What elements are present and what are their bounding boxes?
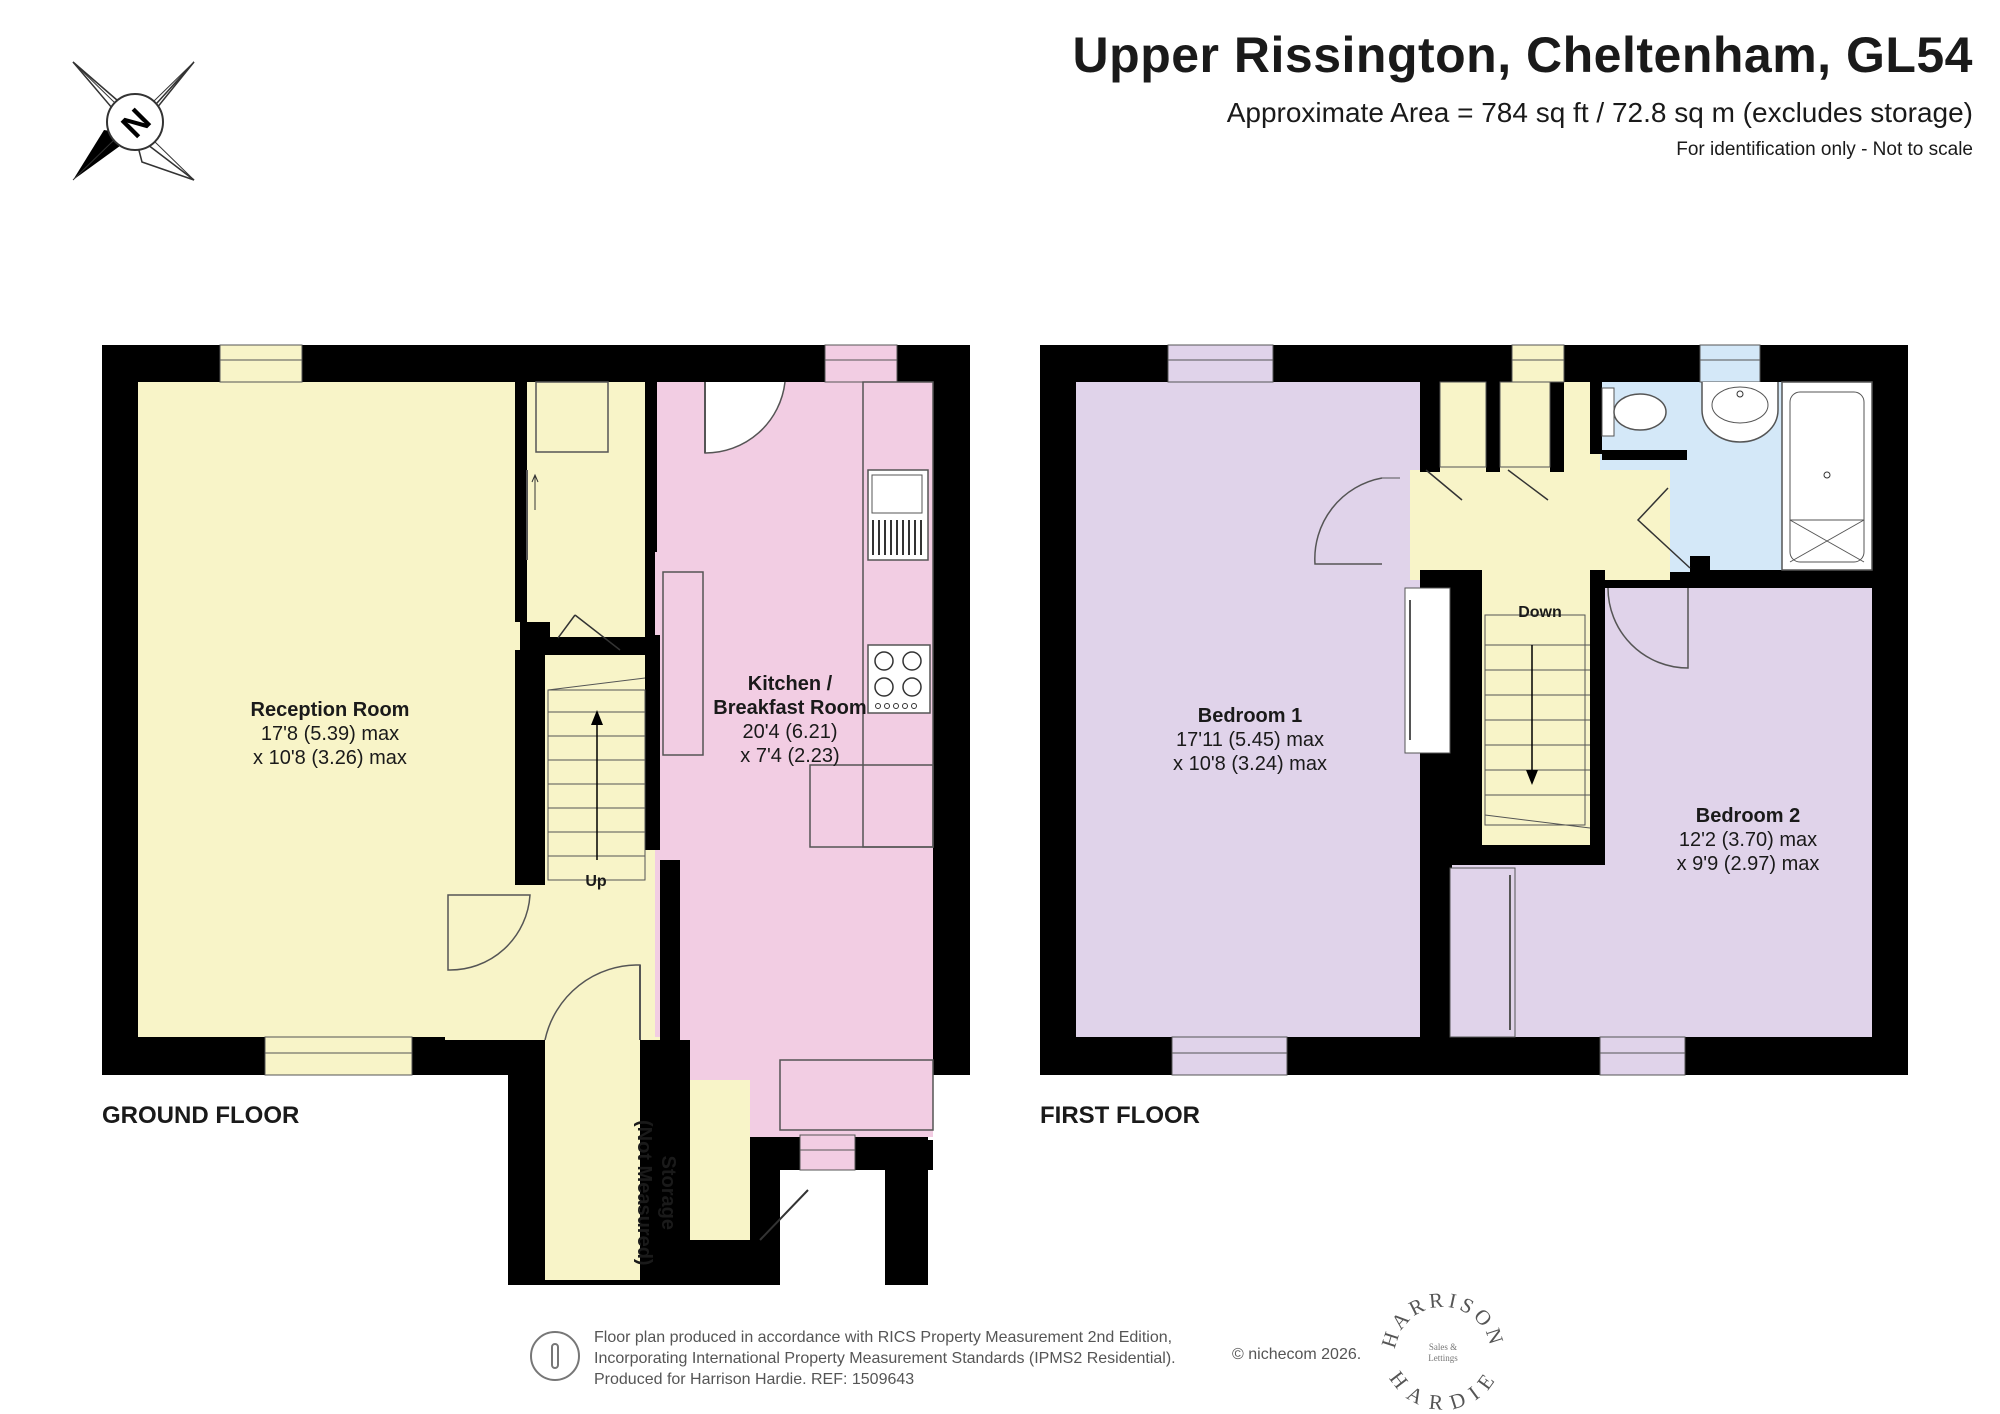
kitchen-label: Kitchen / Breakfast Room 20'4 (6.21) x 7… (713, 672, 866, 768)
footer-line-1: Floor plan produced in accordance with R… (594, 1329, 1173, 1346)
room-name: Kitchen / (747, 673, 833, 695)
room-dim-2: x 7'4 (2.23) (740, 745, 840, 767)
footer-line-2: Incorporating International Property Mea… (594, 1350, 1176, 1367)
ground-floor-label: GROUND FLOOR (102, 1102, 300, 1129)
storage-name: Storage (657, 1155, 679, 1231)
room-dim-2: x 10'8 (3.24) max (1173, 753, 1327, 775)
ground-floor-plan (102, 344, 970, 1285)
ground-hall-upper-fill (520, 382, 645, 637)
storage-fill (690, 1080, 750, 1240)
ground-entrance-fill (545, 1040, 640, 1280)
room-name: Bedroom 2 (1695, 805, 1801, 827)
stair-up-label: Up (585, 873, 607, 890)
room-dim-1: 12'2 (3.70) max (1678, 829, 1818, 851)
stair-down-label: Down (1518, 604, 1562, 621)
storage-label: Storage (Not Measured) (632, 1120, 680, 1266)
bedroom-1-label: Bedroom 1 17'11 (5.45) max x 10'8 (3.24)… (1173, 704, 1327, 776)
brand-bottom-text: HARDIE (1385, 1366, 1502, 1414)
reception-room-label: Reception Room 17'8 (5.39) max x 10'8 (3… (251, 698, 410, 770)
first-floor-label: FIRST FLOOR (1040, 1102, 1200, 1129)
approximate-area: Approximate Area = 784 sq ft / 72.8 sq m… (1226, 97, 1973, 128)
disclaimer-note: For identification only - Not to scale (1676, 139, 1973, 160)
footer-line-3: Produced for Harrison Hardie. REF: 15096… (594, 1371, 915, 1388)
brand-tagline-1: Sales & (1429, 1342, 1457, 1352)
bedroom-2-label: Bedroom 2 12'2 (3.70) max x 9'9 (2.97) m… (1677, 804, 1820, 876)
page-title: Upper Rissington, Cheltenham, GL54 (1072, 27, 1973, 83)
room-dim-1: 17'11 (5.45) max (1176, 729, 1324, 751)
storage-note: (Not Measured) (633, 1120, 655, 1266)
room-dim-1: 17'8 (5.39) max (260, 723, 400, 745)
copyright-text: © nichecom 2026. (1232, 1346, 1362, 1363)
brand-tagline-2: Lettings (1428, 1353, 1458, 1363)
room-name: Reception Room (250, 699, 410, 721)
bedroom-2-fill (1450, 865, 1872, 1037)
room-dim-2: x 9'9 (2.97) max (1676, 853, 1820, 875)
person-scale-icon (530, 1331, 580, 1381)
first-stair-fill (1482, 580, 1590, 845)
north-arrow-icon: N (72, 61, 195, 181)
first-floor-plan (1040, 344, 1908, 1076)
room-dim-2: x 10'8 (3.26) max (253, 747, 407, 769)
footer-notes: Floor plan produced in accordance with R… (594, 1327, 1176, 1390)
room-name: Breakfast Room (713, 697, 867, 719)
room-name: Bedroom 1 (1197, 705, 1303, 727)
room-dim-1: 20'4 (6.21) (742, 721, 838, 743)
brand-logo: HARRISON HARDIE Sales & Lettings (1376, 1287, 1505, 1414)
